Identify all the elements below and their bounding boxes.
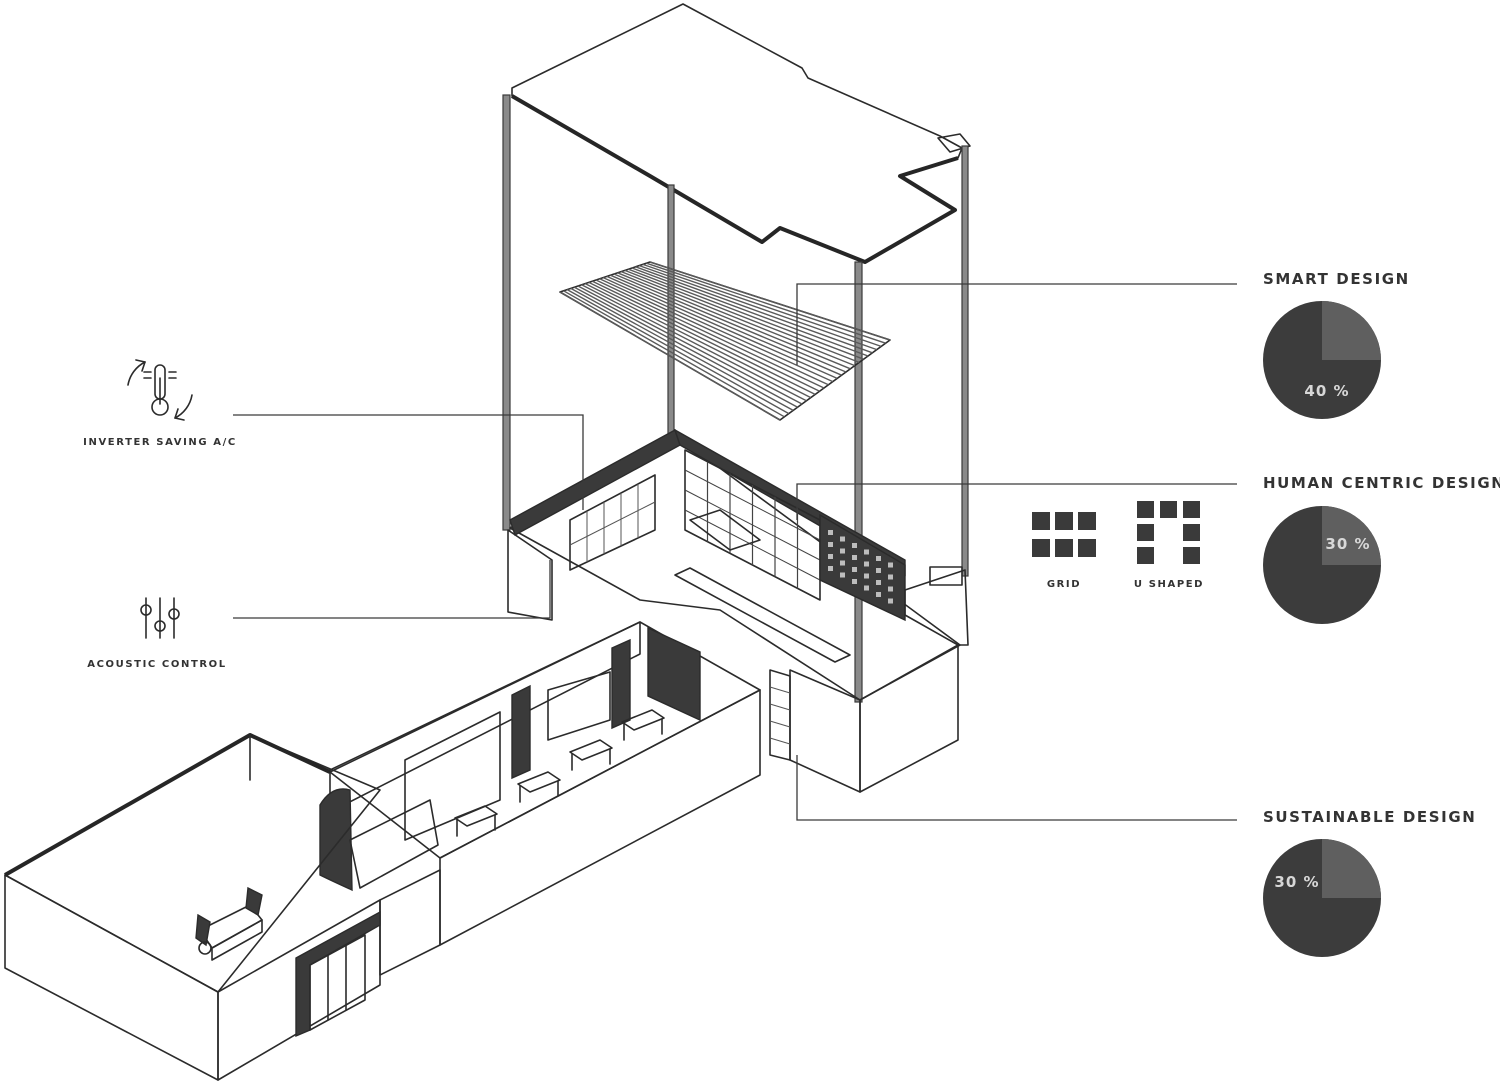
pie-chart (1263, 506, 1381, 624)
sliders-icon (140, 597, 180, 639)
u-shaped-layout-icon (1137, 501, 1200, 564)
grid-label: GRID (1047, 579, 1081, 590)
pie-title: HUMAN CENTRIC DESIGN (1263, 474, 1500, 492)
pie-title: SMART DESIGN (1263, 270, 1410, 288)
pie-chart (1263, 839, 1381, 957)
pie-sustainable-design: SUSTAINABLE DESIGN 30 % (1263, 808, 1476, 957)
corridor (319, 621, 761, 976)
pie-value-label: 30 % (1274, 873, 1319, 891)
pie-slice-highlight (1322, 839, 1381, 898)
pie-slice-highlight (1322, 301, 1381, 360)
pie-slice-highlight (1322, 506, 1381, 565)
lobby (4, 733, 381, 1081)
leader-lines (233, 283, 1237, 821)
u-shaped-label: U SHAPED (1134, 579, 1204, 590)
pie-human-centric-design: HUMAN CENTRIC DESIGN 30 % (1263, 474, 1500, 624)
pie-value-label: 40 % (1304, 382, 1349, 400)
upper-room (507, 428, 969, 793)
louvre-ceiling (559, 261, 891, 421)
acoustic-annotation: ACOUSTIC CONTROL (87, 597, 226, 670)
pie-title: SUSTAINABLE DESIGN (1263, 808, 1476, 826)
pie-smart-design: SMART DESIGN 40 % (1263, 270, 1410, 419)
thermometer-cycle-icon (127, 359, 193, 421)
roof-slab (510, 3, 971, 264)
pie-chart (1263, 301, 1381, 419)
pie-value-label: 30 % (1325, 535, 1370, 553)
grid-layout: GRID (1032, 512, 1096, 590)
inverter-label: INVERTER SAVING A/C (83, 437, 237, 448)
inverter-annotation: INVERTER SAVING A/C (83, 359, 237, 448)
grid-layout-icon (1032, 512, 1096, 557)
u-shaped-layout: U SHAPED (1134, 501, 1204, 590)
acoustic-label: ACOUSTIC CONTROL (87, 659, 226, 670)
